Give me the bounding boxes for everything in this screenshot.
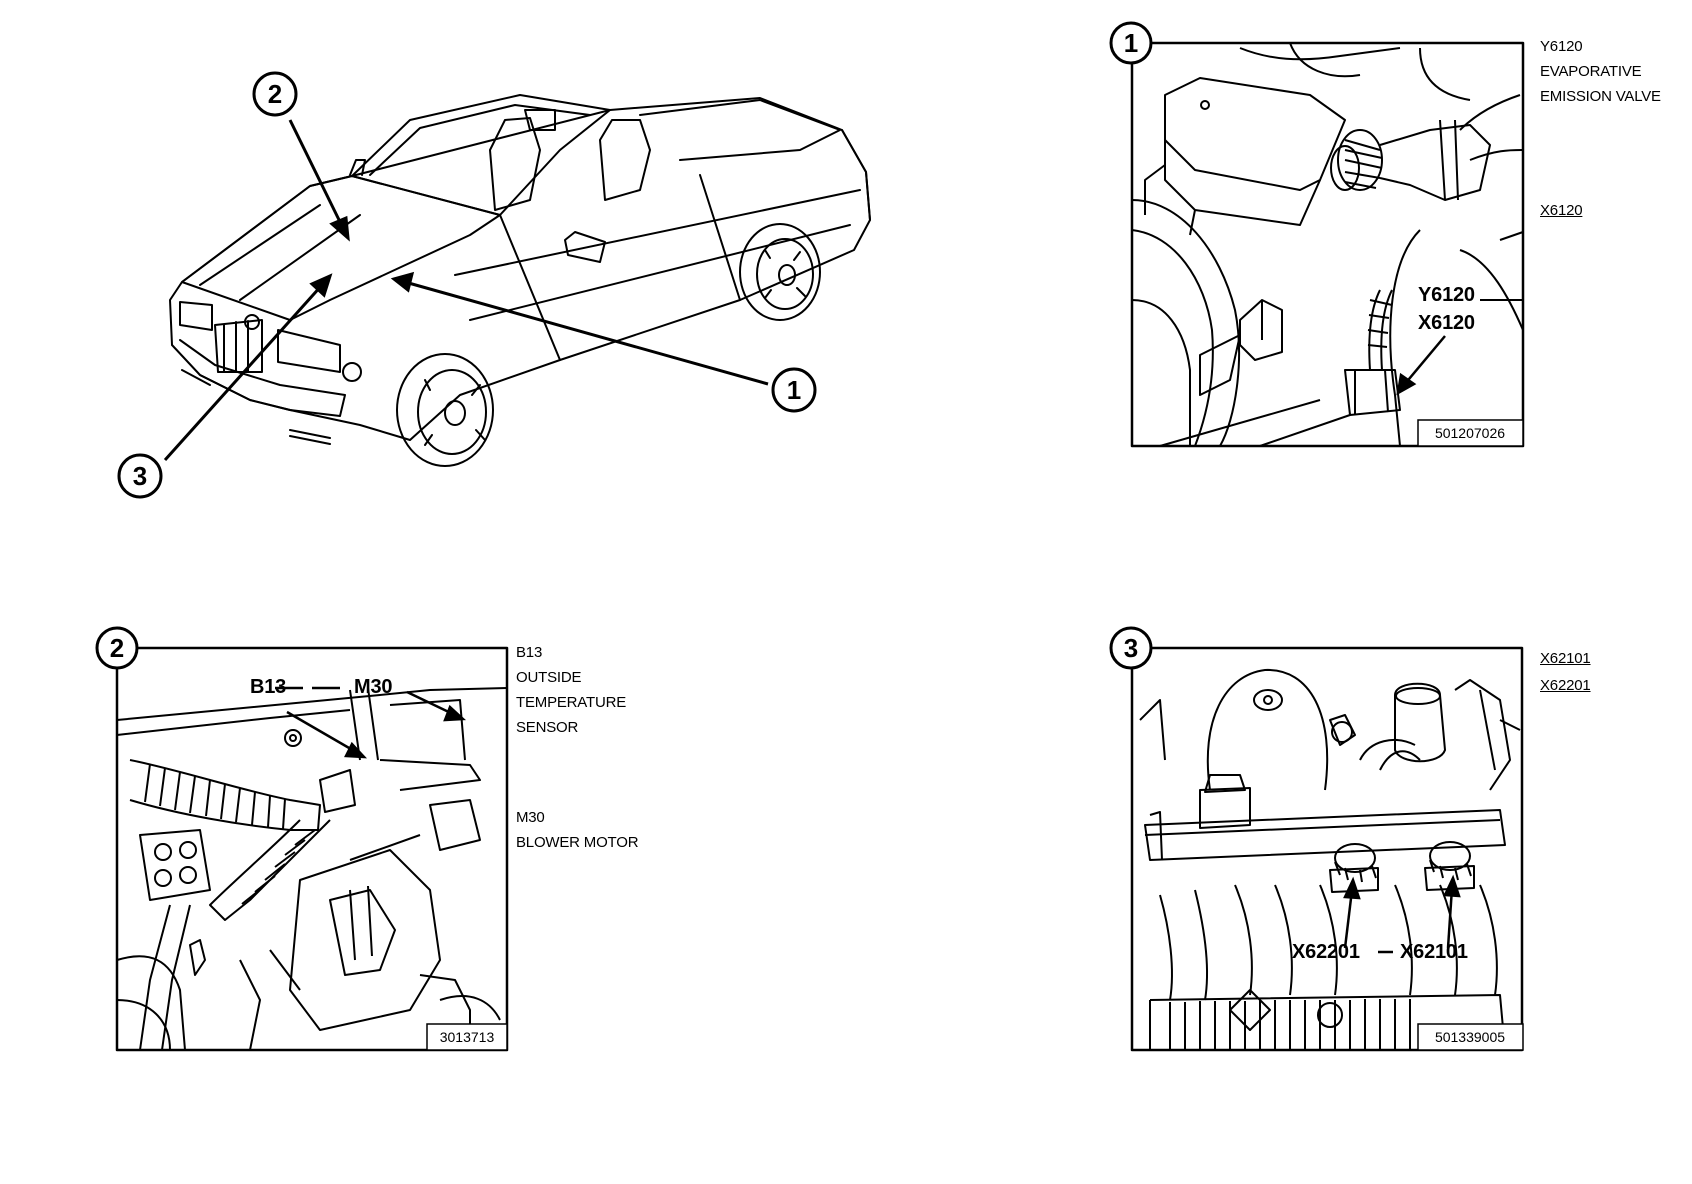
panel-3-side-label-x62101: X62101 xyxy=(1540,650,1591,667)
panel-3-badge xyxy=(1109,626,1153,670)
panel-3-inset-label-x62101: X62101 xyxy=(1400,941,1468,963)
panel-1-arrow xyxy=(1396,335,1446,396)
panel-1-side-label-emission-valve: EMISSION VALVE xyxy=(1540,88,1661,105)
panel-3-figure-id-box xyxy=(1417,1023,1524,1051)
overview-callout-circles xyxy=(117,71,817,499)
overview-callout-1: 1 xyxy=(787,375,801,405)
panel-3-number: 3 xyxy=(1124,633,1138,663)
panel-2-number: 2 xyxy=(110,633,124,663)
panel-2-figure-id: 3013713 xyxy=(440,1029,495,1045)
panel-1-badge xyxy=(1109,21,1153,65)
panel-1-illustration xyxy=(1130,41,1525,448)
panel-2-arrows xyxy=(275,686,467,759)
overview-leader-arrows xyxy=(163,119,769,462)
panel-2-inset-label-m30: M30 xyxy=(354,676,393,698)
panel-1-inset-label-y6120: Y6120 xyxy=(1418,284,1475,306)
panel-2-figure-id-box xyxy=(426,1023,508,1051)
panel-2-badge xyxy=(95,626,139,670)
panel-2-side-label-b13: B13 xyxy=(516,644,543,661)
panel-2-inset-label-b13: B13 xyxy=(250,676,287,698)
panel-1-number: 1 xyxy=(1124,28,1138,58)
overview-callout-2: 2 xyxy=(268,79,282,109)
panel-2-side-label-temperature: TEMPERATURE xyxy=(516,694,627,711)
panel-3-illustration xyxy=(1130,646,1524,1052)
panel-3-figure-id: 501339005 xyxy=(1435,1029,1505,1045)
panel-3-inset-label-x62201: X62201 xyxy=(1292,941,1360,963)
panel-1-figure-id-box xyxy=(1417,419,1524,447)
car-illustration xyxy=(169,94,871,467)
panel-2-illustration xyxy=(115,646,509,1052)
panel-1-side-label-y6120: Y6120 xyxy=(1540,38,1583,55)
panel-2-side-label-m30: M30 xyxy=(516,809,545,826)
panel-1-figure-id: 501207026 xyxy=(1435,425,1505,441)
panel-1-side-label-evaporative: EVAPORATIVE xyxy=(1540,63,1642,80)
panel-1-inset-label-x6120: X6120 xyxy=(1418,312,1475,334)
panel-1-side-label-x6120: X6120 xyxy=(1540,202,1583,219)
panel-2-side-label-outside: OUTSIDE xyxy=(516,669,582,686)
panel-2-side-label-blower-motor: BLOWER MOTOR xyxy=(516,834,639,851)
panel-3-side-label-x62201: X62201 xyxy=(1540,677,1591,694)
panel-3-arrows xyxy=(1343,874,1461,954)
panel-2-side-label-sensor: SENSOR xyxy=(516,719,579,736)
overview-callout-3: 3 xyxy=(133,461,147,491)
